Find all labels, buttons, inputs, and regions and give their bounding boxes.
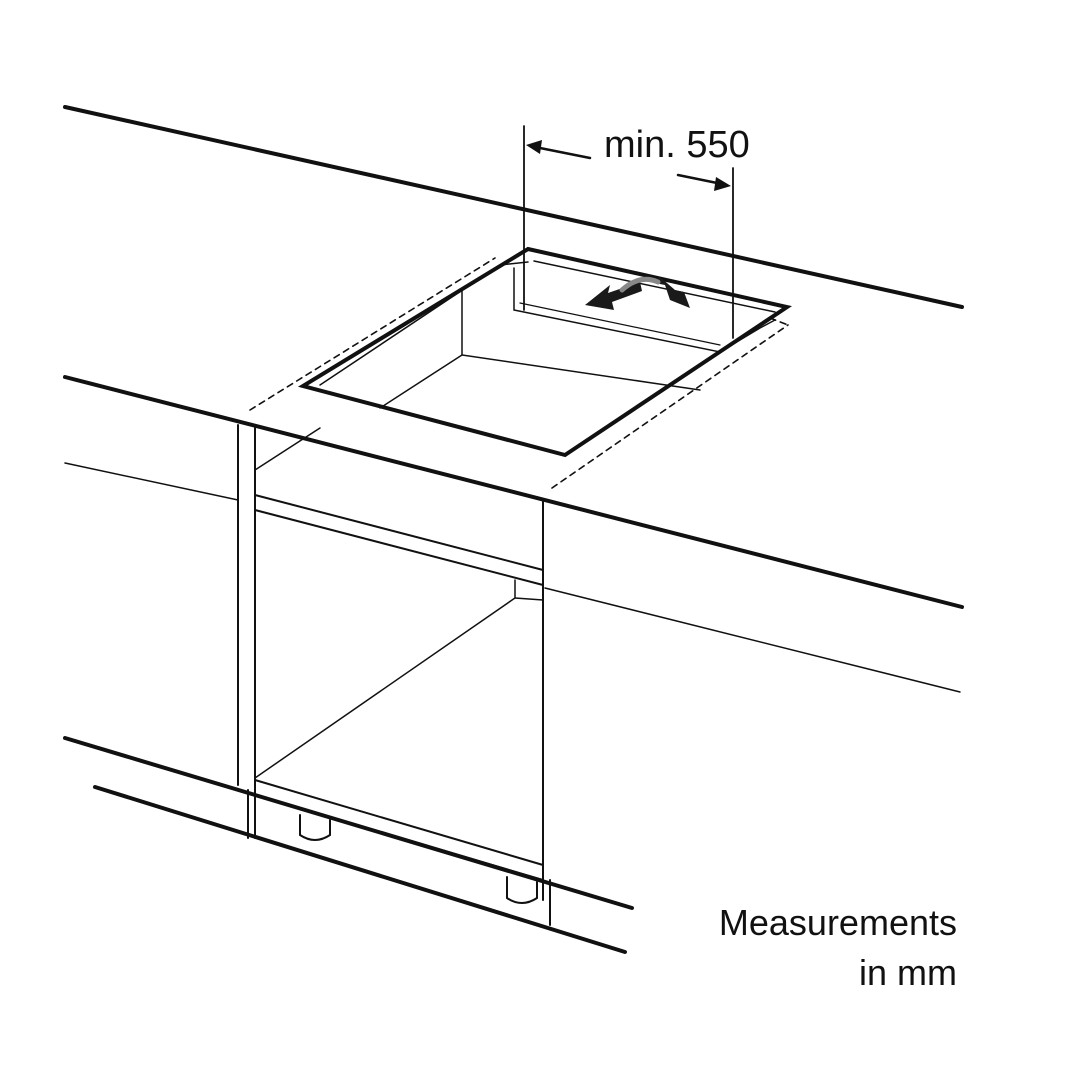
cabinet-back-top	[254, 427, 321, 471]
worktop-underside-left	[64, 462, 239, 501]
cabinet-back-edge	[514, 597, 544, 601]
cabinet-foot-left	[299, 814, 331, 841]
airflow-arrow-icon	[585, 276, 690, 310]
hob-outline-corner	[769, 317, 789, 326]
dimension-arrow-right	[676, 173, 724, 186]
cutout-floor-left	[379, 354, 463, 409]
vent-channel	[513, 267, 776, 353]
vent-channel-inner	[519, 302, 721, 346]
shelf-front-top	[254, 494, 544, 571]
cabinet-floor-front2	[254, 794, 544, 881]
measurements-note: Measurements in mm	[719, 898, 957, 998]
dimension-label: min. 550	[604, 124, 750, 166]
arrowhead-left	[526, 140, 542, 154]
worktop-underside-right	[544, 587, 961, 693]
cutout-outline	[297, 246, 793, 458]
note-line-1: Measurements	[718, 902, 957, 943]
dimension-arrow-left	[533, 145, 592, 160]
cutout-inner-edge	[319, 261, 529, 386]
hob-outline-left	[249, 257, 496, 411]
note-line-2: in mm	[859, 952, 957, 993]
plinth-bottom	[93, 785, 627, 954]
worktop-back-edge	[63, 105, 964, 309]
cutout-inner-back	[533, 260, 776, 313]
cabinet-foot-right	[506, 876, 538, 904]
cabinet-back-inner	[254, 579, 516, 779]
worktop-front-edge	[63, 375, 964, 609]
hob-outline-right	[551, 324, 789, 489]
cabinet-floor-front	[254, 779, 544, 866]
shelf-front-bottom	[254, 509, 544, 586]
arrowhead-right	[714, 177, 731, 191]
